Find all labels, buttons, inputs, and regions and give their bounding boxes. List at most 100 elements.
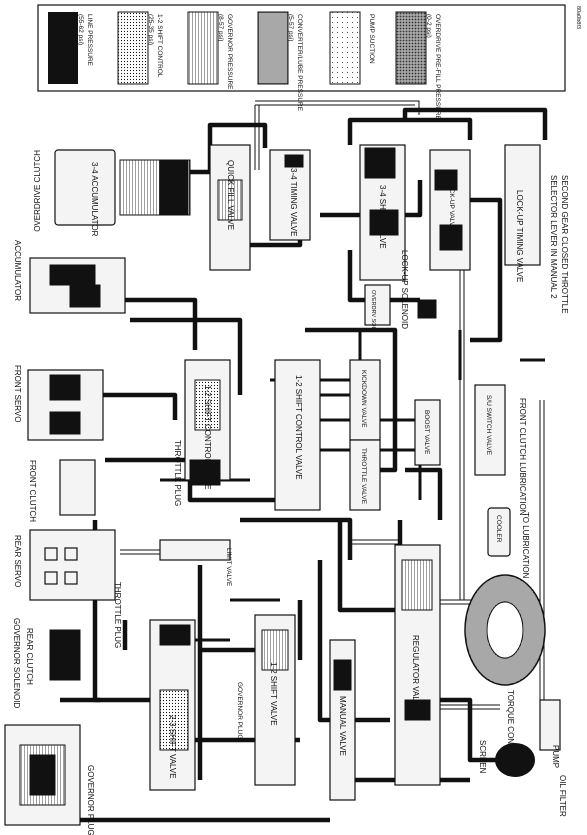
legend-title: CONVERTER/LUBE PRESSURE: [296, 14, 303, 112]
boost-valve: BOOST VALVE: [414, 399, 441, 466]
shift-valve-23-label: 2-3 SHIFT VALVE: [168, 715, 177, 779]
lockup-solenoid-label: LOCK-UP SOLENOID: [400, 250, 409, 329]
legend-range: (25-35 psi): [147, 14, 154, 45]
legend-item-shift-control: 1-2 SHIFT CONTROL (25-35 psi): [117, 11, 163, 85]
cooler-label: COOLER: [495, 515, 502, 543]
legend-swatch: [395, 11, 427, 85]
title-line2: SECOND GEAR CLOSED THROTTLE: [560, 175, 569, 314]
screen: SCREEN: [478, 740, 487, 774]
rear-clutch: REAR CLUTCH: [25, 628, 81, 685]
legend-item-pump-suction: PUMP SUCTION: [329, 11, 375, 85]
legend-title: GOVERNOR PRESSURE: [226, 14, 233, 90]
legend-title: 1-2 SHIFT CONTROL: [156, 14, 163, 78]
legend-swatch: [329, 11, 361, 85]
overdrive-sol: OVERDRV SOL: [364, 284, 391, 330]
svg-text:OVERDRIVE PRE-FILL PRESSURE: OVERDRIVE PRE-FILL PRESSURE (0-2 psi): [425, 14, 441, 122]
accumulator-34-label: 3-4 ACCUMULATOR: [90, 162, 99, 237]
accumulator: ACCUMULATOR: [13, 240, 126, 314]
legend-item-governor-pressure: GOVERNOR PRESSURE (8-57 psi): [187, 11, 233, 91]
kickdown-valve: KICKDOWN VALVE: [349, 359, 381, 441]
manual-valve: MANUAL VALVE: [329, 639, 356, 801]
overdrive-sol-label: OVERDRV SOL: [370, 290, 376, 330]
limit-valve-label: LIMIT VALVE: [225, 548, 232, 587]
limit-valve: LIMIT VALVE: [159, 539, 232, 587]
overdrive-clutch: OVERDRIVE CLUTCH: [33, 149, 116, 232]
regulator-valve: REGULATOR VALVE: [394, 544, 441, 786]
legend-item-converter-lube: CONVERTER/LUBE PRESSURE (5-57 psi): [257, 11, 303, 113]
svg-text:PUMP SUCTION: PUMP SUCTION: [368, 14, 375, 64]
shift-control-valve-12-label: 1-2 SHIFT CONTROL VALVE: [294, 375, 303, 480]
throttle-plug-lower: THROTTLE PLUG: [113, 582, 122, 648]
quick-fill-valve-label: QUICK FILL VALVE: [226, 160, 235, 230]
screen-label: SCREEN: [478, 740, 487, 774]
governor-plug-bottom-label: GOVERNOR PLUG: [86, 765, 95, 835]
svg-text:CONVERTER/LUBE PRESSURE: CONVERTER/LUBE PRESSURE (5-57 psi): [287, 14, 303, 113]
rear-servo-label: REAR SERVO: [13, 535, 22, 587]
oil-filter-label: OIL FILTER: [558, 775, 567, 817]
switch-valve-label: S/U SWITCH VALVE: [485, 395, 492, 456]
front-clutch-label: FRONT CLUTCH: [28, 460, 37, 522]
legend-range: (8-57 psi): [217, 14, 224, 41]
throttle-plug-lower-label: THROTTLE PLUG: [113, 582, 122, 648]
diagram-title: SELECTOR LEVER IN MANUAL 2 SECOND GEAR C…: [549, 175, 569, 314]
torque-converter: TORQUE CONVERTER: [464, 574, 546, 777]
to-lubrication-label: TO LUBRICATION: [521, 512, 530, 579]
legend-range: (5-57 psi): [287, 14, 294, 41]
timing-valve-34: 3-4 TIMING VALVE: [269, 149, 311, 241]
front-clutch: FRONT CLUTCH: [28, 459, 96, 522]
legend-range: (55-62 psi): [77, 14, 84, 45]
lockup-valve: LOCK-UP VALVE: [429, 149, 471, 271]
cooler: COOLER: [487, 507, 511, 557]
throttle-valve: THROTTLE VALVE: [349, 439, 381, 511]
shift-valve-34-label: 3-4 SHIFT VALVE: [378, 185, 387, 249]
manual-valve-label: MANUAL VALVE: [338, 696, 347, 756]
oil-filter: OIL FILTER: [495, 743, 567, 817]
lockup-timing-valve-label: LOCK-UP TIMING VALVE: [515, 190, 524, 282]
governor-plug-mid: GOVERNOR PLUG: [236, 682, 243, 739]
legend-title: OVERDRIVE PRE-FILL PRESSURE: [434, 14, 441, 121]
rear-clutch-label: REAR CLUTCH: [25, 628, 34, 685]
rear-servo: REAR SERVO: [13, 529, 116, 601]
shift-valve-23: 2-3 SHIFT VALVE: [149, 619, 196, 791]
boost-valve-label: BOOST VALVE: [423, 410, 430, 455]
figure-id: 80a0b8f3: [575, 6, 581, 29]
legend: LINE PRESSURE (55-62 psi) 1-2 SHIFT CONT…: [37, 4, 566, 122]
to-lubrication: TO LUBRICATION: [521, 512, 530, 579]
legend-item-overdrive-prefill: OVERDRIVE PRE-FILL PRESSURE (0-2 psi): [395, 11, 441, 122]
legend-range: (0-2 psi): [425, 14, 432, 38]
svg-text:1-2 SHIFT CONTROL (25-: 1-2 SHIFT CONTROL (25-35 psi): [147, 14, 163, 79]
kickdown-valve-label: KICKDOWN VALVE: [360, 370, 367, 428]
switch-valve: S/U SWITCH VALVE: [474, 384, 506, 476]
governor-assembly: [4, 724, 81, 826]
legend-swatch: [187, 11, 219, 85]
svg-text:GOVERNOR PRESSURE (8-5: GOVERNOR PRESSURE (8-57 psi): [217, 14, 233, 91]
lockup-valve-label: LOCK-UP VALVE: [448, 180, 455, 231]
accumulator-label: ACCUMULATOR: [13, 240, 22, 301]
front-clutch-lube-label: FRONT CLUTCH LUBRICATION: [518, 398, 527, 516]
lockup-solenoid: LOCK-UP SOLENOID: [400, 250, 437, 329]
shift-valve-12-label: 1-2 SHIFT VALVE: [269, 662, 278, 726]
overdrive-clutch-label: OVERDRIVE CLUTCH: [33, 150, 42, 232]
torque-converter-label: TORQUE CONVERTER: [506, 690, 515, 777]
pump-label: PUMP: [551, 745, 560, 768]
front-clutch-lube: FRONT CLUTCH LUBRICATION: [518, 398, 527, 516]
throttle-plug: THROTTLE PLUG: [173, 440, 221, 506]
quick-fill-valve: QUICK FILL VALVE: [209, 144, 251, 271]
governor-solenoid-label: GOVERNOR SOLENOID: [12, 618, 21, 708]
legend-title: LINE PRESSURE: [86, 14, 93, 67]
timing-valve-34-label: 3-4 TIMING VALVE: [289, 168, 298, 236]
front-servo: FRONT SERVO: [13, 365, 104, 441]
governor-plug-mid-label: GOVERNOR PLUG: [236, 682, 243, 739]
governor-solenoid: GOVERNOR SOLENOID: [12, 618, 21, 708]
legend-swatch: [257, 11, 289, 85]
pump: PUMP: [539, 699, 561, 768]
title-line1: SELECTOR LEVER IN MANUAL 2: [549, 175, 558, 299]
front-servo-label: FRONT SERVO: [13, 365, 22, 423]
shift-valve-34: 3-4 SHIFT VALVE: [359, 144, 406, 281]
throttle-valve-label: THROTTLE VALVE: [360, 448, 367, 505]
legend-title: PUMP SUCTION: [368, 14, 375, 64]
throttle-control-valve-label: 1-2 SHIFT CONTROL VALVE: [203, 385, 212, 490]
regulator-valve-label: REGULATOR VALVE: [411, 635, 420, 711]
shift-control-valve-12: 1-2 SHIFT CONTROL VALVE: [274, 359, 321, 511]
